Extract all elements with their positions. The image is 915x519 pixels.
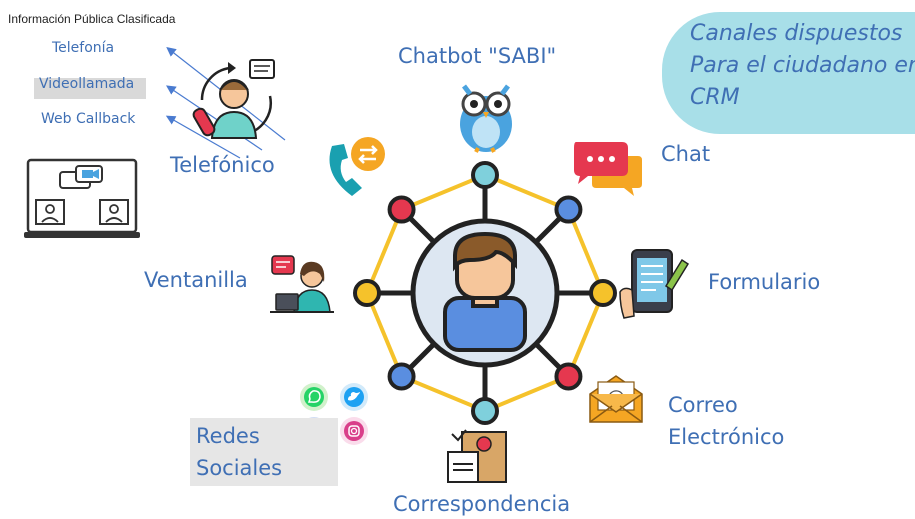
ventanilla-label: Ventanilla <box>144 268 248 292</box>
call-center-agent-icon <box>192 59 275 139</box>
package-correspondence-icon <box>447 429 507 483</box>
banner-line-3: CRM <box>690 85 740 110</box>
email-envelope-icon: @ <box>589 375 643 423</box>
chat-label: Chat <box>661 142 711 166</box>
channel-hub-diagram <box>353 161 617 425</box>
node-bottom-right <box>554 362 583 391</box>
node-top-left <box>387 195 416 224</box>
redes-label-line1: Redes <box>196 424 260 448</box>
node-right <box>589 279 617 307</box>
videollamada-label: Videollamada <box>39 76 135 92</box>
banner-line-1: Canales dispuestos <box>690 21 903 46</box>
banner-line-2: Para el ciudadano en <box>690 53 915 78</box>
instagram-icon <box>344 421 364 441</box>
title-banner: Canales dispuestos Para el ciudadano en … <box>662 12 915 134</box>
telefonia-label: Telefonía <box>52 40 115 56</box>
web-callback-label: Web Callback <box>41 111 136 127</box>
node-top <box>471 161 499 189</box>
service-window-agent-icon <box>270 255 334 313</box>
formulario-label: Formulario <box>708 270 821 294</box>
node-bottom-left <box>387 362 416 391</box>
laptop-videocall-icon <box>24 158 140 238</box>
redes-label-line2: Sociales <box>196 456 283 480</box>
hub-nodes <box>353 161 617 425</box>
redes-sociales-highlight <box>190 418 338 486</box>
correo-label-line2: Electrónico <box>668 425 785 449</box>
correo-label-line1: Correo <box>668 393 738 417</box>
classification-label: Información Pública Clasificada <box>8 12 176 26</box>
node-left <box>353 279 381 307</box>
correspondencia-label: Correspondencia <box>393 492 571 516</box>
user-avatar-icon <box>443 231 527 352</box>
whatsapp-icon <box>304 387 324 407</box>
node-top-right <box>554 195 583 224</box>
node-bottom <box>471 397 499 425</box>
owl-chatbot-icon <box>460 84 512 153</box>
videollamada-highlight <box>34 78 146 99</box>
tablet-form-icon <box>619 249 690 319</box>
chat-bubble-icon <box>574 142 642 196</box>
telefonico-label: Telefónico <box>170 153 275 177</box>
phone-transfer-icon <box>329 137 385 196</box>
chatbot-label: Chatbot "SABI" <box>398 44 557 68</box>
